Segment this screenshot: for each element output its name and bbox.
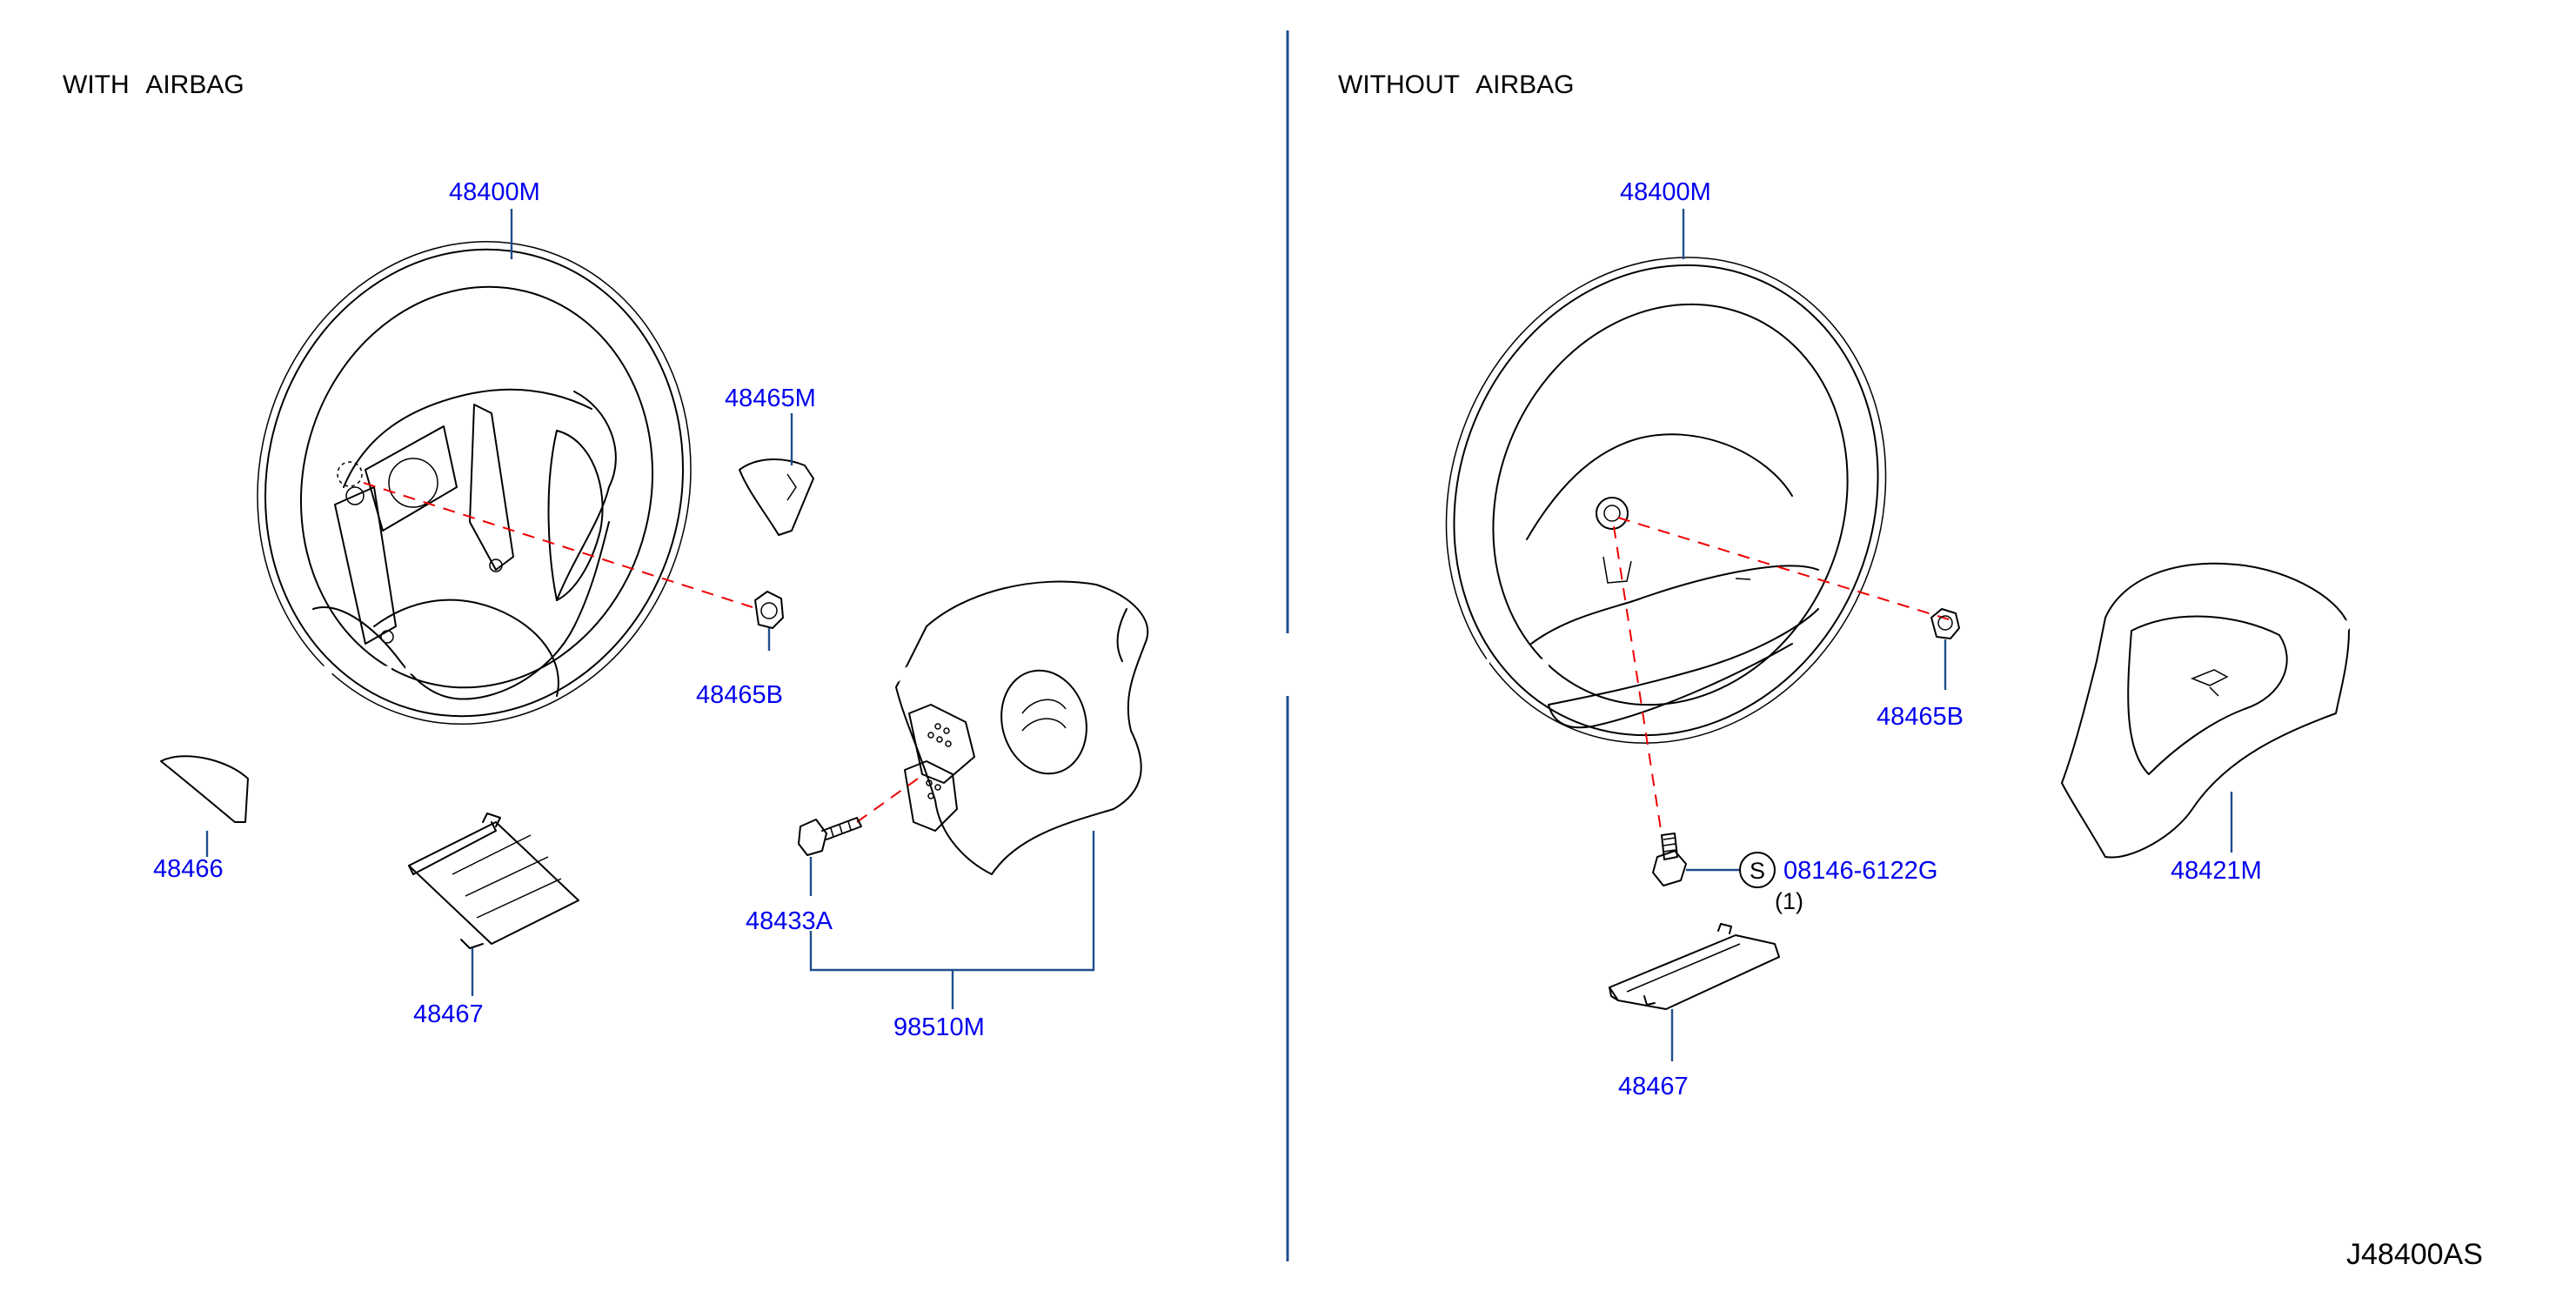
alignment-dash-bolt-module [856, 778, 919, 823]
label-48433a: 48433A [746, 907, 833, 935]
alignment-dash-left-wheel [363, 482, 753, 608]
section-title-with-airbag: WITH AIRBAG [63, 70, 244, 99]
leader-98510m [809, 831, 1095, 972]
label-bolt-qty: (1) [1775, 888, 1803, 914]
label-48465b-left: 48465B [696, 681, 783, 709]
label-48467-right: 48467 [1618, 1073, 1689, 1100]
alignment-dash-right-bolt [1613, 525, 1663, 836]
lower-cover-48467-left [408, 813, 579, 949]
label-98510m: 98510M [893, 1013, 985, 1041]
lower-cover-48467-right [1609, 923, 1780, 1010]
label-48400m-left: 48400M [449, 178, 540, 206]
label-48400m-right: 48400M [1620, 178, 1711, 206]
horn-pad-48421m [2061, 562, 2361, 859]
diagram-code: J48400AS [2346, 1238, 2483, 1271]
label-48465b-right: 48465B [1877, 703, 1964, 731]
alignment-dash-right-wheel [1617, 517, 1950, 620]
s-symbol: S [1750, 858, 1765, 884]
steering-wheel-with-airbag [257, 241, 692, 725]
bolt-48433a [798, 817, 862, 856]
nut-48465b-left [754, 591, 784, 629]
label-48465m: 48465M [725, 385, 816, 412]
cover-48466 [160, 755, 249, 823]
airbag-module-98510m [893, 580, 1149, 875]
bolt-08146-6122g [1652, 833, 1687, 886]
section-title-without-airbag: WITHOUT AIRBAG [1338, 70, 1574, 99]
label-48466: 48466 [153, 855, 224, 883]
steering-wheel-without-airbag [1444, 257, 1887, 744]
s-symbol-circle [1739, 852, 1776, 888]
nut-48465b-right [1930, 608, 1960, 639]
label-48467-left: 48467 [413, 1000, 484, 1028]
label-08146-6122g: 08146-6122G [1783, 857, 1937, 885]
cover-48465m [739, 458, 814, 536]
label-48421m: 48421M [2171, 857, 2262, 885]
